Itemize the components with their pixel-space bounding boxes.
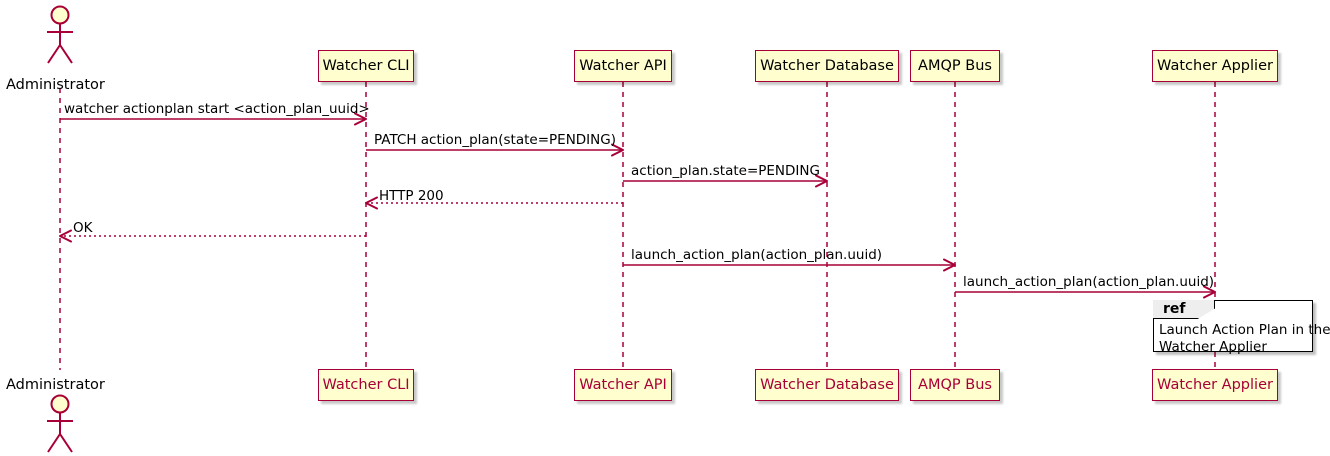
participant-label: AMQP Bus — [918, 376, 992, 393]
participant-label: Watcher CLI — [322, 57, 410, 74]
message-arrowhead — [354, 112, 367, 126]
message-label-m7: launch_action_plan(action_plan.uuid) — [963, 274, 1215, 290]
message-label-m2: PATCH action_plan(state=PENDING) — [374, 132, 616, 148]
message-arrowhead — [943, 258, 956, 272]
actor-label-top: Administrator — [6, 77, 105, 93]
ref-fragment-tab-label: ref — [1163, 301, 1186, 317]
participant-label: Watcher Applier — [1157, 376, 1273, 393]
participant-box-watcher-applier-bottom: Watcher Applier — [1152, 369, 1278, 401]
message-m5 — [59, 229, 366, 243]
message-m4 — [365, 196, 623, 210]
message-label-m4: HTTP 200 — [379, 188, 444, 204]
message-arrowhead — [611, 143, 624, 157]
participant-box-watcher-applier-top: Watcher Applier — [1152, 50, 1278, 82]
actor-figure-top — [47, 5, 73, 64]
participant-label: Watcher Applier — [1157, 57, 1273, 74]
actor-leg-left — [47, 44, 61, 64]
message-label-m5: OK — [73, 220, 93, 236]
participant-box-watcher-api-top: Watcher API — [574, 50, 672, 82]
message-arrowhead — [59, 229, 72, 243]
participant-box-amqp-bus-top: AMQP Bus — [910, 50, 1000, 82]
participant-box-watcher-cli-top: Watcher CLI — [318, 50, 414, 82]
actor-head-icon — [50, 5, 70, 25]
participant-box-watcher-cli-bottom: Watcher CLI — [318, 369, 414, 401]
participant-label: Watcher CLI — [322, 376, 410, 393]
participant-box-amqp-bus-bottom: AMQP Bus — [910, 369, 1000, 401]
message-m7 — [955, 285, 1216, 299]
actor-leg-right — [59, 44, 73, 64]
message-m1 — [60, 112, 367, 126]
actor-leg-right — [59, 433, 73, 453]
ref-fragment-tab: ref — [1153, 300, 1215, 319]
actor-figure-bottom — [47, 394, 73, 453]
actor-head-icon — [50, 394, 70, 414]
participant-label: Watcher API — [579, 376, 667, 393]
message-m6 — [623, 258, 956, 272]
participant-box-watcher-api-bottom: Watcher API — [574, 369, 672, 401]
actor-label-bottom: Administrator — [6, 377, 105, 393]
message-label-m1: watcher actionplan start <action_plan_uu… — [64, 101, 370, 117]
participant-label: Watcher Database — [760, 376, 894, 393]
participant-box-watcher-database-top: Watcher Database — [755, 50, 899, 82]
message-arrowhead — [1203, 285, 1216, 299]
ref-fragment-text: Launch Action Plan in the Watcher Applie… — [1159, 322, 1330, 355]
actor-leg-left — [47, 433, 61, 453]
message-arrowhead — [815, 174, 828, 188]
message-label-m3: action_plan.state=PENDING — [631, 163, 820, 179]
participant-label: Watcher API — [579, 57, 667, 74]
participant-label: Watcher Database — [760, 57, 894, 74]
participant-label: AMQP Bus — [918, 57, 992, 74]
message-m3 — [623, 174, 828, 188]
participant-box-watcher-database-bottom: Watcher Database — [755, 369, 899, 401]
message-arrowhead — [365, 196, 378, 210]
message-m2 — [366, 143, 624, 157]
message-label-m6: launch_action_plan(action_plan.uuid) — [631, 247, 883, 263]
